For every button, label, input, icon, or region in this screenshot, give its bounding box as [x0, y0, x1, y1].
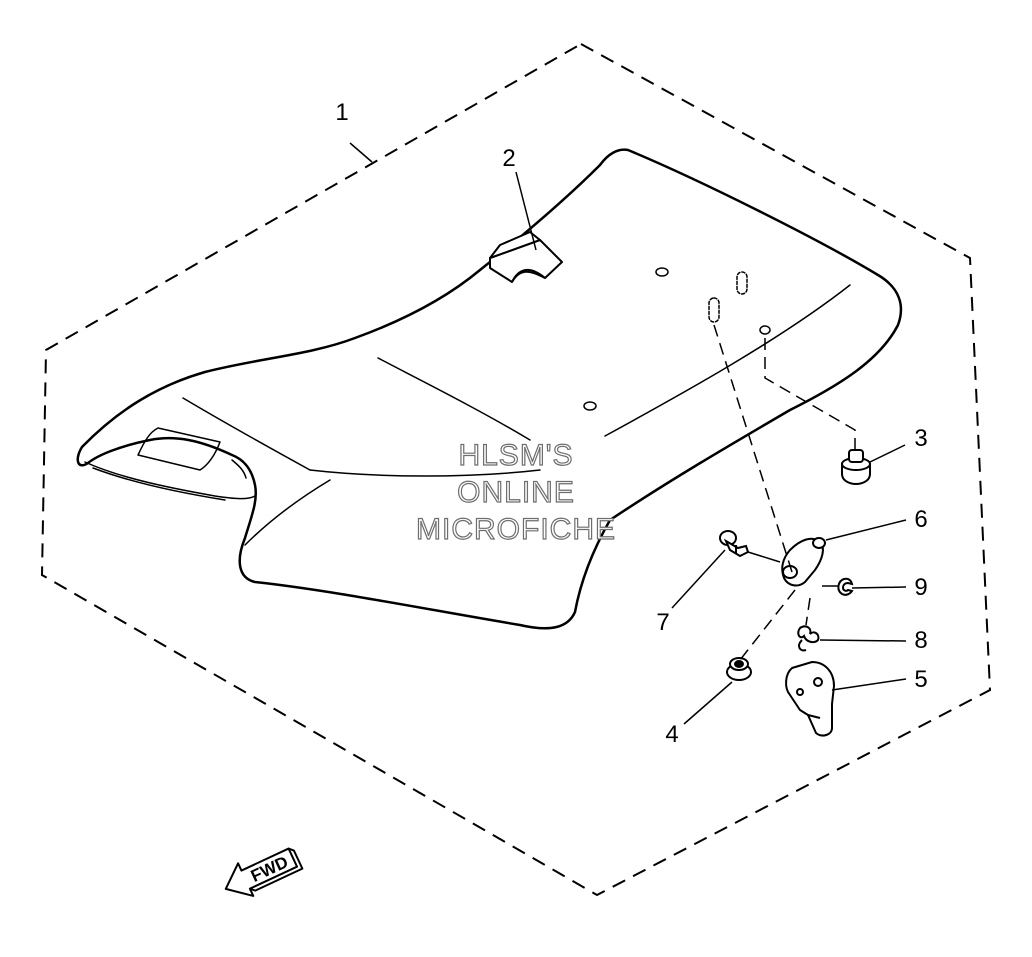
leader-lines — [349, 142, 907, 725]
assembly-boundary — [40, 42, 992, 897]
seat-inner-edge-2 — [92, 467, 226, 501]
part-pin — [719, 530, 750, 558]
seat-inner-edge — [84, 461, 256, 500]
part-damper — [841, 449, 871, 486]
watermark-line-1: HLSM'S — [458, 439, 573, 472]
seat-outline — [76, 148, 903, 630]
seat-hole — [583, 401, 597, 411]
callout-9: 9 — [914, 574, 927, 601]
watermark-line-3: MICROFICHE — [416, 513, 616, 546]
callout-4: 4 — [665, 721, 678, 748]
callout-1: 1 — [335, 99, 348, 126]
seat-front-cavity — [137, 427, 221, 471]
callout-3: 3 — [914, 425, 927, 452]
part-e-clip — [837, 577, 854, 596]
seat-strap — [489, 231, 563, 283]
seat-side-fold — [244, 479, 331, 546]
callout-2: 2 — [502, 145, 515, 172]
callout-5: 5 — [914, 666, 927, 693]
callout-6: 6 — [914, 506, 927, 533]
callout-8: 8 — [914, 627, 927, 654]
seat-slot — [708, 297, 720, 323]
seat-contour-line-3 — [604, 284, 851, 437]
seat-lower-line — [309, 469, 541, 477]
fwd-arrow-icon: FWD — [224, 847, 304, 897]
watermark: HLSM'S ONLINE MICROFICHE — [415, 438, 616, 546]
assembly-lines — [713, 324, 856, 661]
assembly-lines-solid — [747, 551, 838, 587]
part-lock-hook — [785, 661, 835, 737]
part-grommet — [726, 657, 752, 681]
seat-hole — [759, 325, 771, 335]
seat-hole — [655, 267, 669, 277]
callout-7: 7 — [656, 609, 669, 636]
seat-contour-line-2 — [377, 357, 531, 441]
callouts: 1 2 3 4 5 6 7 8 9 — [335, 99, 927, 748]
part-spring — [797, 625, 820, 652]
seat-cavity-corner — [231, 459, 247, 479]
watermark-line-2: ONLINE — [457, 476, 575, 509]
part-plate — [781, 537, 826, 587]
seat-slot — [736, 271, 748, 295]
seat-contour-line-1 — [182, 397, 311, 471]
seat — [76, 148, 903, 630]
